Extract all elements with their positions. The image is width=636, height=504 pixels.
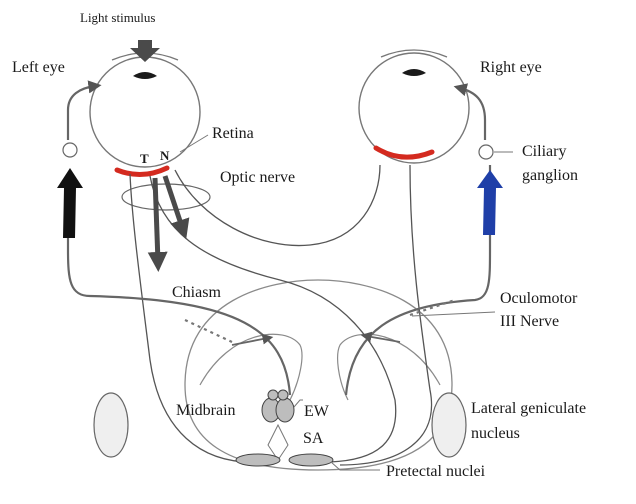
ew-leader-line: [294, 400, 303, 407]
sa-label: SA: [303, 430, 324, 447]
chiasm-label: Chiasm: [172, 284, 221, 301]
light-stimulus-label: Light stimulus: [80, 10, 155, 25]
lgn-label-line2: nucleus: [471, 425, 520, 442]
right-eye: [359, 50, 469, 163]
temporal-label: T: [140, 151, 149, 166]
retina-label: Retina: [212, 125, 254, 142]
oculomotor-label-line2: III Nerve: [500, 313, 559, 330]
afferent-arrow-temporal: [155, 178, 158, 262]
oculomotor-leader-line: [412, 312, 495, 316]
pretectal-nuclei-label: Pretectal nuclei: [386, 463, 486, 480]
midbrain-label: Midbrain: [176, 402, 236, 419]
left-efferent-arrow-icon: [57, 168, 83, 238]
optic-nerve-ring: [122, 184, 210, 210]
left-ciliary-ganglion: [63, 143, 77, 157]
left-eye-label: Left eye: [12, 59, 65, 76]
right-efferent-arrow-icon: [477, 170, 503, 235]
oculomotor-label-line1: Oculomotor: [500, 290, 578, 307]
optic-nerve-label: Optic nerve: [220, 169, 295, 186]
left-dotted-segment: [185, 320, 232, 342]
left-pretectal-nucleus: [236, 454, 280, 466]
nasal-label: N: [160, 148, 170, 163]
right-eye-label: Right eye: [480, 59, 542, 76]
ciliary-ganglion-label-line1: Ciliary: [522, 143, 566, 160]
ew-label: EW: [304, 403, 330, 420]
left-retina: [117, 168, 167, 175]
lgn-label-line1: Lateral geniculate: [471, 400, 586, 417]
right-lateral-geniculate-nucleus: [432, 393, 466, 457]
ciliary-ganglion-label-line2: ganglion: [522, 167, 578, 184]
right-pretectal-nucleus: [289, 454, 333, 466]
right-oculomotor-pathway: [346, 165, 490, 395]
right-ciliary-ganglion: [479, 145, 493, 159]
left-lateral-geniculate-nucleus: [94, 393, 128, 457]
